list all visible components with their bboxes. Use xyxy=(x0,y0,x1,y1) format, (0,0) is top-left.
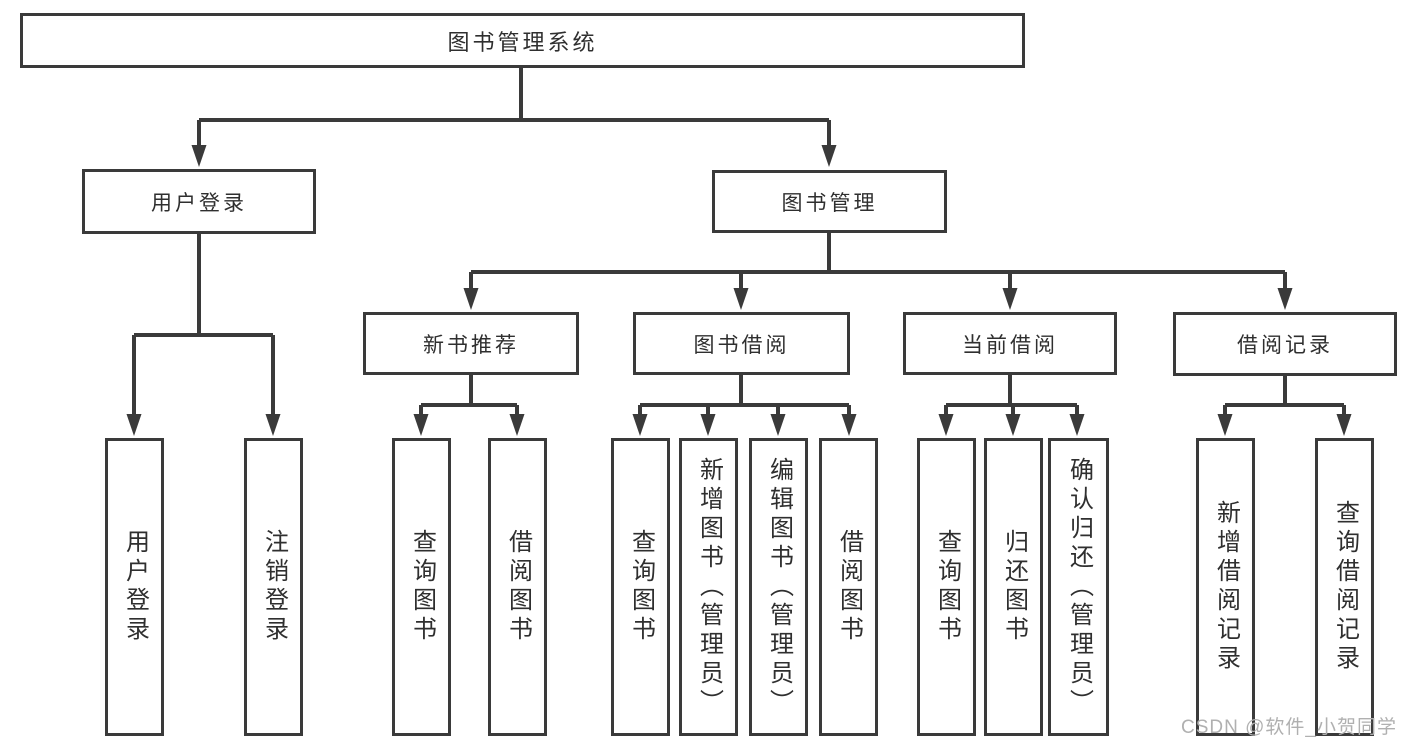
node-current-borrowing: 当前借阅 xyxy=(903,312,1117,375)
node-user-login-branch: 用户登录 xyxy=(82,169,316,234)
csdn-watermark: CSDN @软件_小贺同学 xyxy=(1181,717,1397,738)
leaf-query-books-current: 查询图书 xyxy=(917,438,976,736)
node-book-borrowing: 图书借阅 xyxy=(633,312,850,375)
leaf-query-books-borrow: 查询图书 xyxy=(611,438,670,736)
leaf-confirm-return-admin: 确认归还（管理员） xyxy=(1048,438,1109,736)
leaf-add-books-admin: 新增图书（管理员） xyxy=(679,438,738,736)
node-borrowing-records: 借阅记录 xyxy=(1173,312,1397,376)
leaf-logout: 注销登录 xyxy=(244,438,303,736)
leaf-edit-books-admin: 编辑图书（管理员） xyxy=(749,438,808,736)
leaf-query-books-recommend: 查询图书 xyxy=(392,438,451,736)
leaf-query-borrow-record: 查询借阅记录 xyxy=(1315,438,1374,736)
leaf-user-login: 用户登录 xyxy=(105,438,164,736)
leaf-add-borrow-record: 新增借阅记录 xyxy=(1196,438,1255,736)
leaf-borrow-books-recommend: 借阅图书 xyxy=(488,438,547,736)
leaf-borrow-books: 借阅图书 xyxy=(819,438,878,736)
node-library-management-system: 图书管理系统 xyxy=(20,13,1025,68)
node-book-management: 图书管理 xyxy=(712,170,947,233)
leaf-return-books: 归还图书 xyxy=(984,438,1043,736)
node-new-book-recommendation: 新书推荐 xyxy=(363,312,579,375)
